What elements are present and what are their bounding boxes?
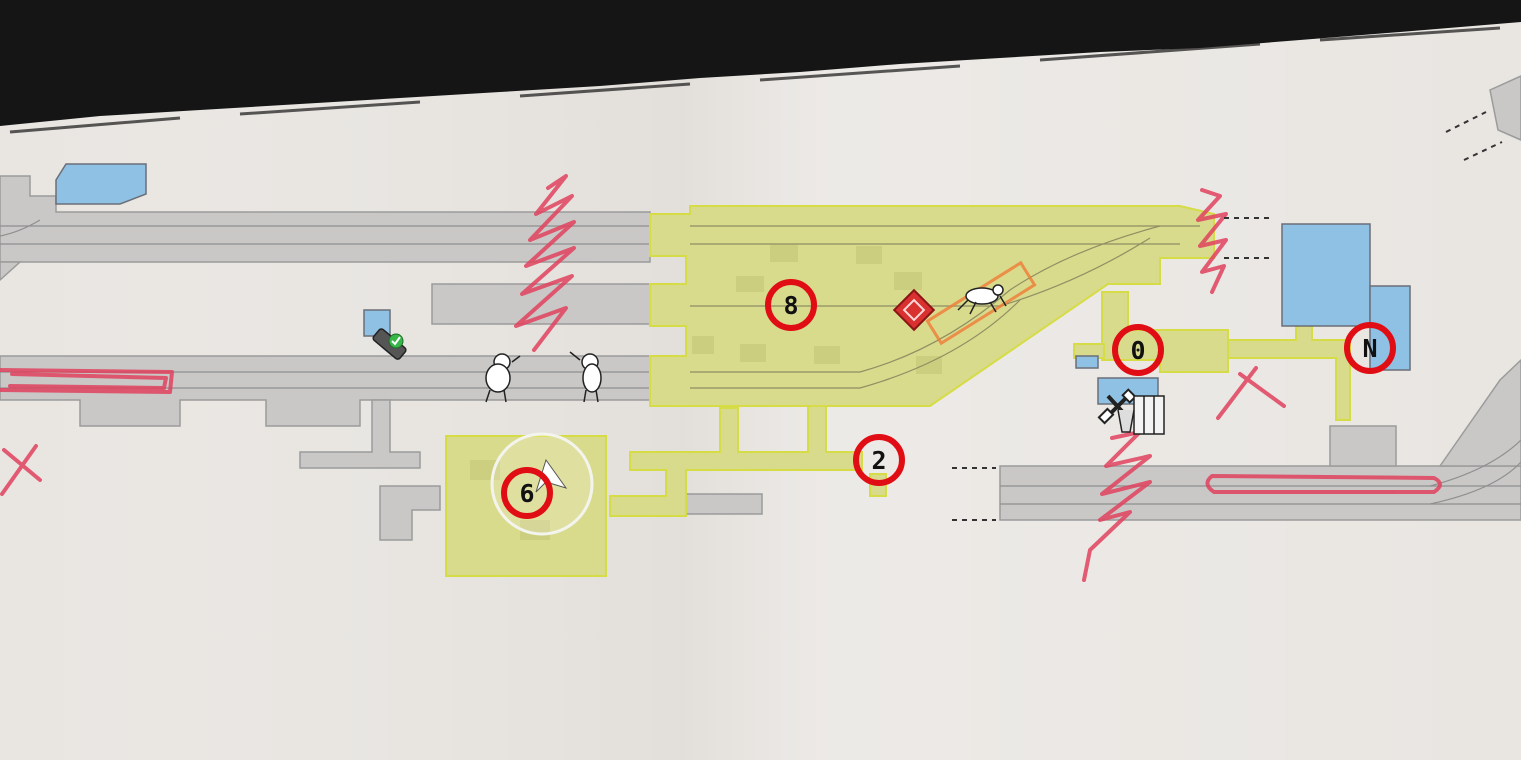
locker-icon — [1117, 395, 1165, 435]
map-marker-0: 0 — [1112, 324, 1164, 376]
tools-icon — [1097, 388, 1137, 425]
marker-label: 6 — [519, 478, 535, 508]
marker-label: 2 — [871, 445, 887, 475]
map-marker-n: N — [1344, 322, 1396, 374]
marker-label: N — [1362, 333, 1378, 363]
keycard-checkmark-icon — [372, 328, 407, 360]
map-marker-2: 2 — [853, 434, 905, 486]
map-marker-6: 6 — [501, 467, 553, 519]
crawler-enemy-icon — [957, 284, 1007, 315]
zone-tracks — [690, 225, 1200, 389]
enemy-figure-icon — [485, 353, 521, 403]
torn-top-border — [0, 0, 1521, 126]
zone-room-outlines — [470, 244, 942, 540]
red-scribbles — [0, 174, 1442, 582]
objective-diamond-icon — [892, 288, 936, 332]
dashed-exit-lines — [952, 111, 1503, 521]
torn-edge-streaks — [9, 26, 1501, 134]
marker-label: 0 — [1130, 335, 1146, 365]
enemy-figure-icon — [569, 351, 602, 403]
map-marker-8: 8 — [765, 279, 817, 331]
marker-label: 8 — [783, 290, 799, 320]
